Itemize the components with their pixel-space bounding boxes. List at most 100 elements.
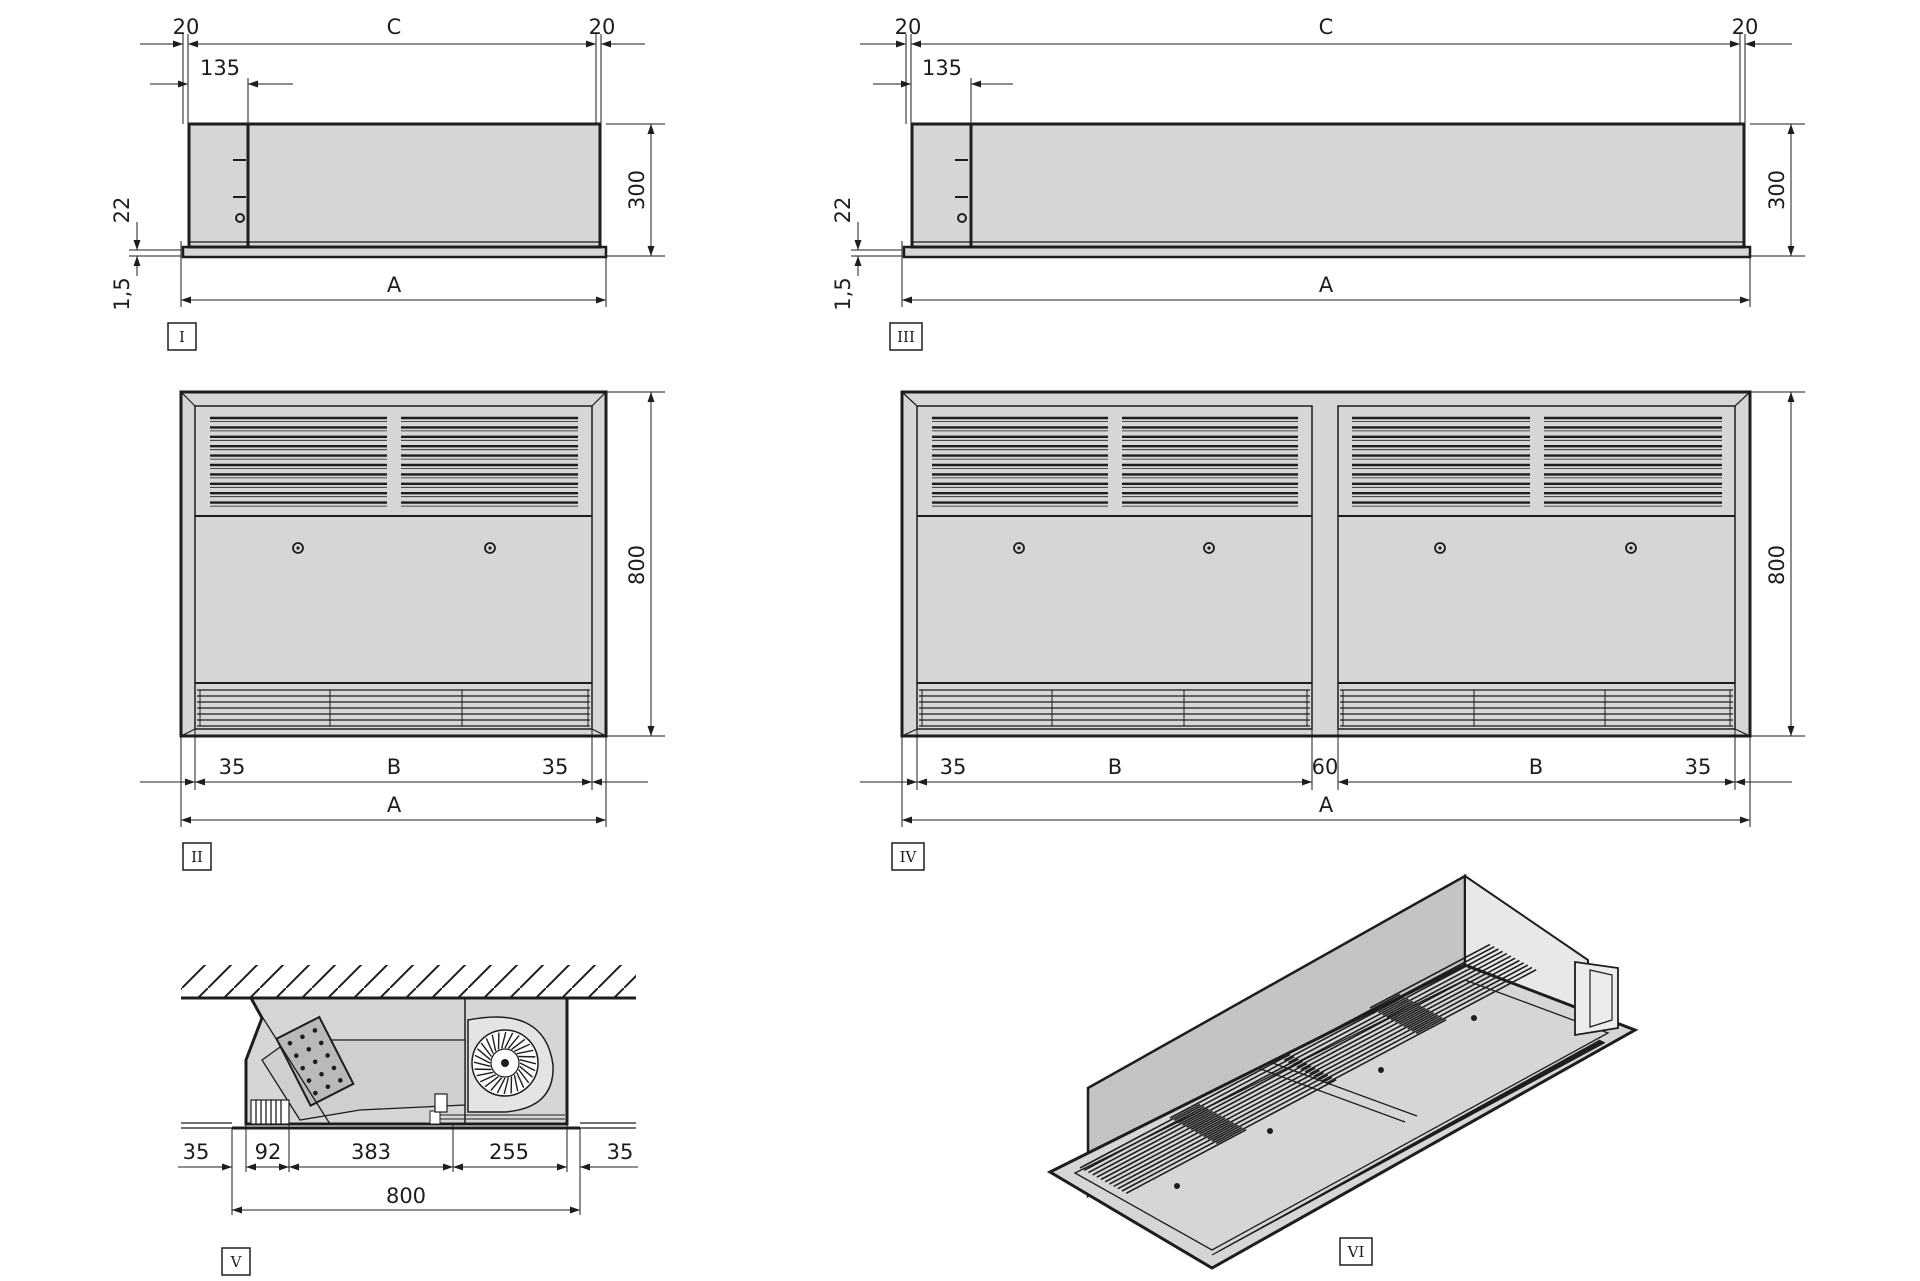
view-label-iii: III bbox=[897, 328, 915, 346]
fan-blade bbox=[480, 1042, 493, 1057]
dim-1-5: 1,5 bbox=[831, 277, 855, 310]
view-iv: 800 35 B 60 B 35 A IV bbox=[860, 390, 1805, 871]
dim-800: 800 bbox=[1765, 545, 1789, 585]
view-label-i: I bbox=[179, 328, 185, 346]
iso-slat bbox=[1292, 1000, 1413, 1066]
fan-blade bbox=[503, 1077, 510, 1095]
fan-blade bbox=[519, 1065, 534, 1078]
fan-blade bbox=[511, 1038, 526, 1051]
dim-a: A bbox=[1319, 793, 1334, 817]
iso-slat bbox=[1173, 1055, 1295, 1122]
fan-blade bbox=[519, 1058, 537, 1065]
view-v: 35 92 383 255 35 800 V bbox=[178, 965, 638, 1276]
dim-35-left: 35 bbox=[940, 755, 967, 779]
isometric-grille bbox=[1079, 943, 1537, 1195]
fan-blade bbox=[516, 1049, 534, 1055]
iso-slat bbox=[1125, 1128, 1247, 1195]
iso-front-bar bbox=[1231, 1042, 1606, 1245]
iso-slat bbox=[1317, 1014, 1439, 1080]
view-ii: 800 35 B 35 A II bbox=[140, 390, 665, 871]
iso-slat bbox=[1300, 1005, 1422, 1071]
louver-grille bbox=[932, 416, 1722, 507]
iso-slat bbox=[1194, 1067, 1316, 1133]
dim-800: 800 bbox=[386, 1184, 426, 1208]
fan-blade bbox=[479, 1074, 496, 1083]
iso-slat bbox=[1104, 1117, 1226, 1183]
iso-slat bbox=[1079, 1103, 1201, 1169]
dim-35-right: 35 bbox=[542, 755, 569, 779]
fan-blade bbox=[507, 1034, 520, 1049]
iso-slat bbox=[1117, 1124, 1239, 1190]
dim-a: A bbox=[387, 273, 402, 297]
fan-blade bbox=[490, 1077, 503, 1092]
iso-slat bbox=[1186, 1062, 1308, 1128]
fan-blade bbox=[516, 1072, 525, 1089]
fan-blade bbox=[473, 1061, 491, 1068]
view-vi: VI bbox=[1046, 873, 1639, 1270]
dim-35-left: 35 bbox=[219, 755, 246, 779]
view-label-v: V bbox=[230, 1253, 243, 1271]
fan-blade bbox=[517, 1069, 530, 1084]
dim-20-left: 20 bbox=[895, 15, 922, 39]
dim-20-right: 20 bbox=[1732, 15, 1759, 39]
iso-slat bbox=[1190, 1065, 1312, 1131]
iso-slat bbox=[1092, 1110, 1213, 1176]
dim-b-left: B bbox=[1108, 755, 1122, 779]
louver-grille bbox=[210, 416, 578, 507]
view-label-vi: VI bbox=[1347, 1243, 1365, 1261]
dim-300: 300 bbox=[625, 170, 649, 210]
bottom-grille bbox=[919, 689, 1733, 727]
iso-slat bbox=[1325, 1018, 1447, 1085]
fan-blade bbox=[476, 1071, 494, 1077]
iso-slat bbox=[1199, 1069, 1320, 1135]
iso-slat bbox=[1288, 998, 1409, 1064]
iso-slat bbox=[1382, 950, 1503, 1016]
iso-slat bbox=[1203, 1072, 1324, 1138]
iso-slat bbox=[1207, 1074, 1329, 1140]
iso-slat bbox=[1321, 1016, 1443, 1082]
iso-slat bbox=[1169, 1053, 1291, 1119]
dim-35-left: 35 bbox=[183, 1140, 210, 1164]
view-iii: 20 C 20 135 300 22 1,5 A III bbox=[831, 15, 1805, 351]
dim-22: 22 bbox=[110, 197, 134, 224]
dim-b: B bbox=[387, 755, 401, 779]
iso-slat bbox=[1182, 1060, 1303, 1126]
iso-slat bbox=[1403, 962, 1524, 1028]
iso-slat bbox=[1279, 993, 1401, 1059]
iso-slat bbox=[1113, 1122, 1234, 1188]
iso-slat bbox=[1083, 1105, 1205, 1172]
bottom-grille bbox=[197, 689, 590, 727]
dim-92: 92 bbox=[255, 1140, 282, 1164]
view-i: 20 C 20 135 300 22 1,5 A I bbox=[110, 15, 665, 351]
dim-a: A bbox=[1319, 273, 1334, 297]
fan-blade bbox=[504, 1032, 514, 1049]
iso-slat bbox=[1411, 966, 1533, 1032]
iso-slat bbox=[1211, 1076, 1333, 1142]
dim-255: 255 bbox=[489, 1140, 529, 1164]
dim-b-right: B bbox=[1529, 755, 1543, 779]
iso-slat bbox=[1109, 1119, 1230, 1185]
iso-slat bbox=[1407, 964, 1529, 1030]
dim-c: C bbox=[1319, 15, 1334, 39]
iso-slat bbox=[1215, 1078, 1337, 1145]
fan-blade bbox=[513, 1074, 519, 1092]
iso-slat bbox=[1088, 1108, 1209, 1174]
dim-135: 135 bbox=[200, 56, 240, 80]
fan-blade bbox=[491, 1034, 497, 1052]
iso-slat bbox=[1100, 1115, 1222, 1181]
iso-slat bbox=[1373, 945, 1495, 1012]
iso-slat bbox=[1296, 1002, 1418, 1068]
dim-383: 383 bbox=[351, 1140, 391, 1164]
fan-blade bbox=[519, 1062, 536, 1072]
dim-c: C bbox=[387, 15, 402, 39]
iso-slat bbox=[1378, 948, 1499, 1014]
iso-slat bbox=[1369, 943, 1491, 1009]
dim-a: A bbox=[387, 793, 402, 817]
dim-800: 800 bbox=[625, 545, 649, 585]
dim-20-left: 20 bbox=[173, 15, 200, 39]
dim-300: 300 bbox=[1765, 170, 1789, 210]
iso-slat bbox=[1304, 1007, 1426, 1073]
view-label-iv: IV bbox=[900, 848, 918, 866]
